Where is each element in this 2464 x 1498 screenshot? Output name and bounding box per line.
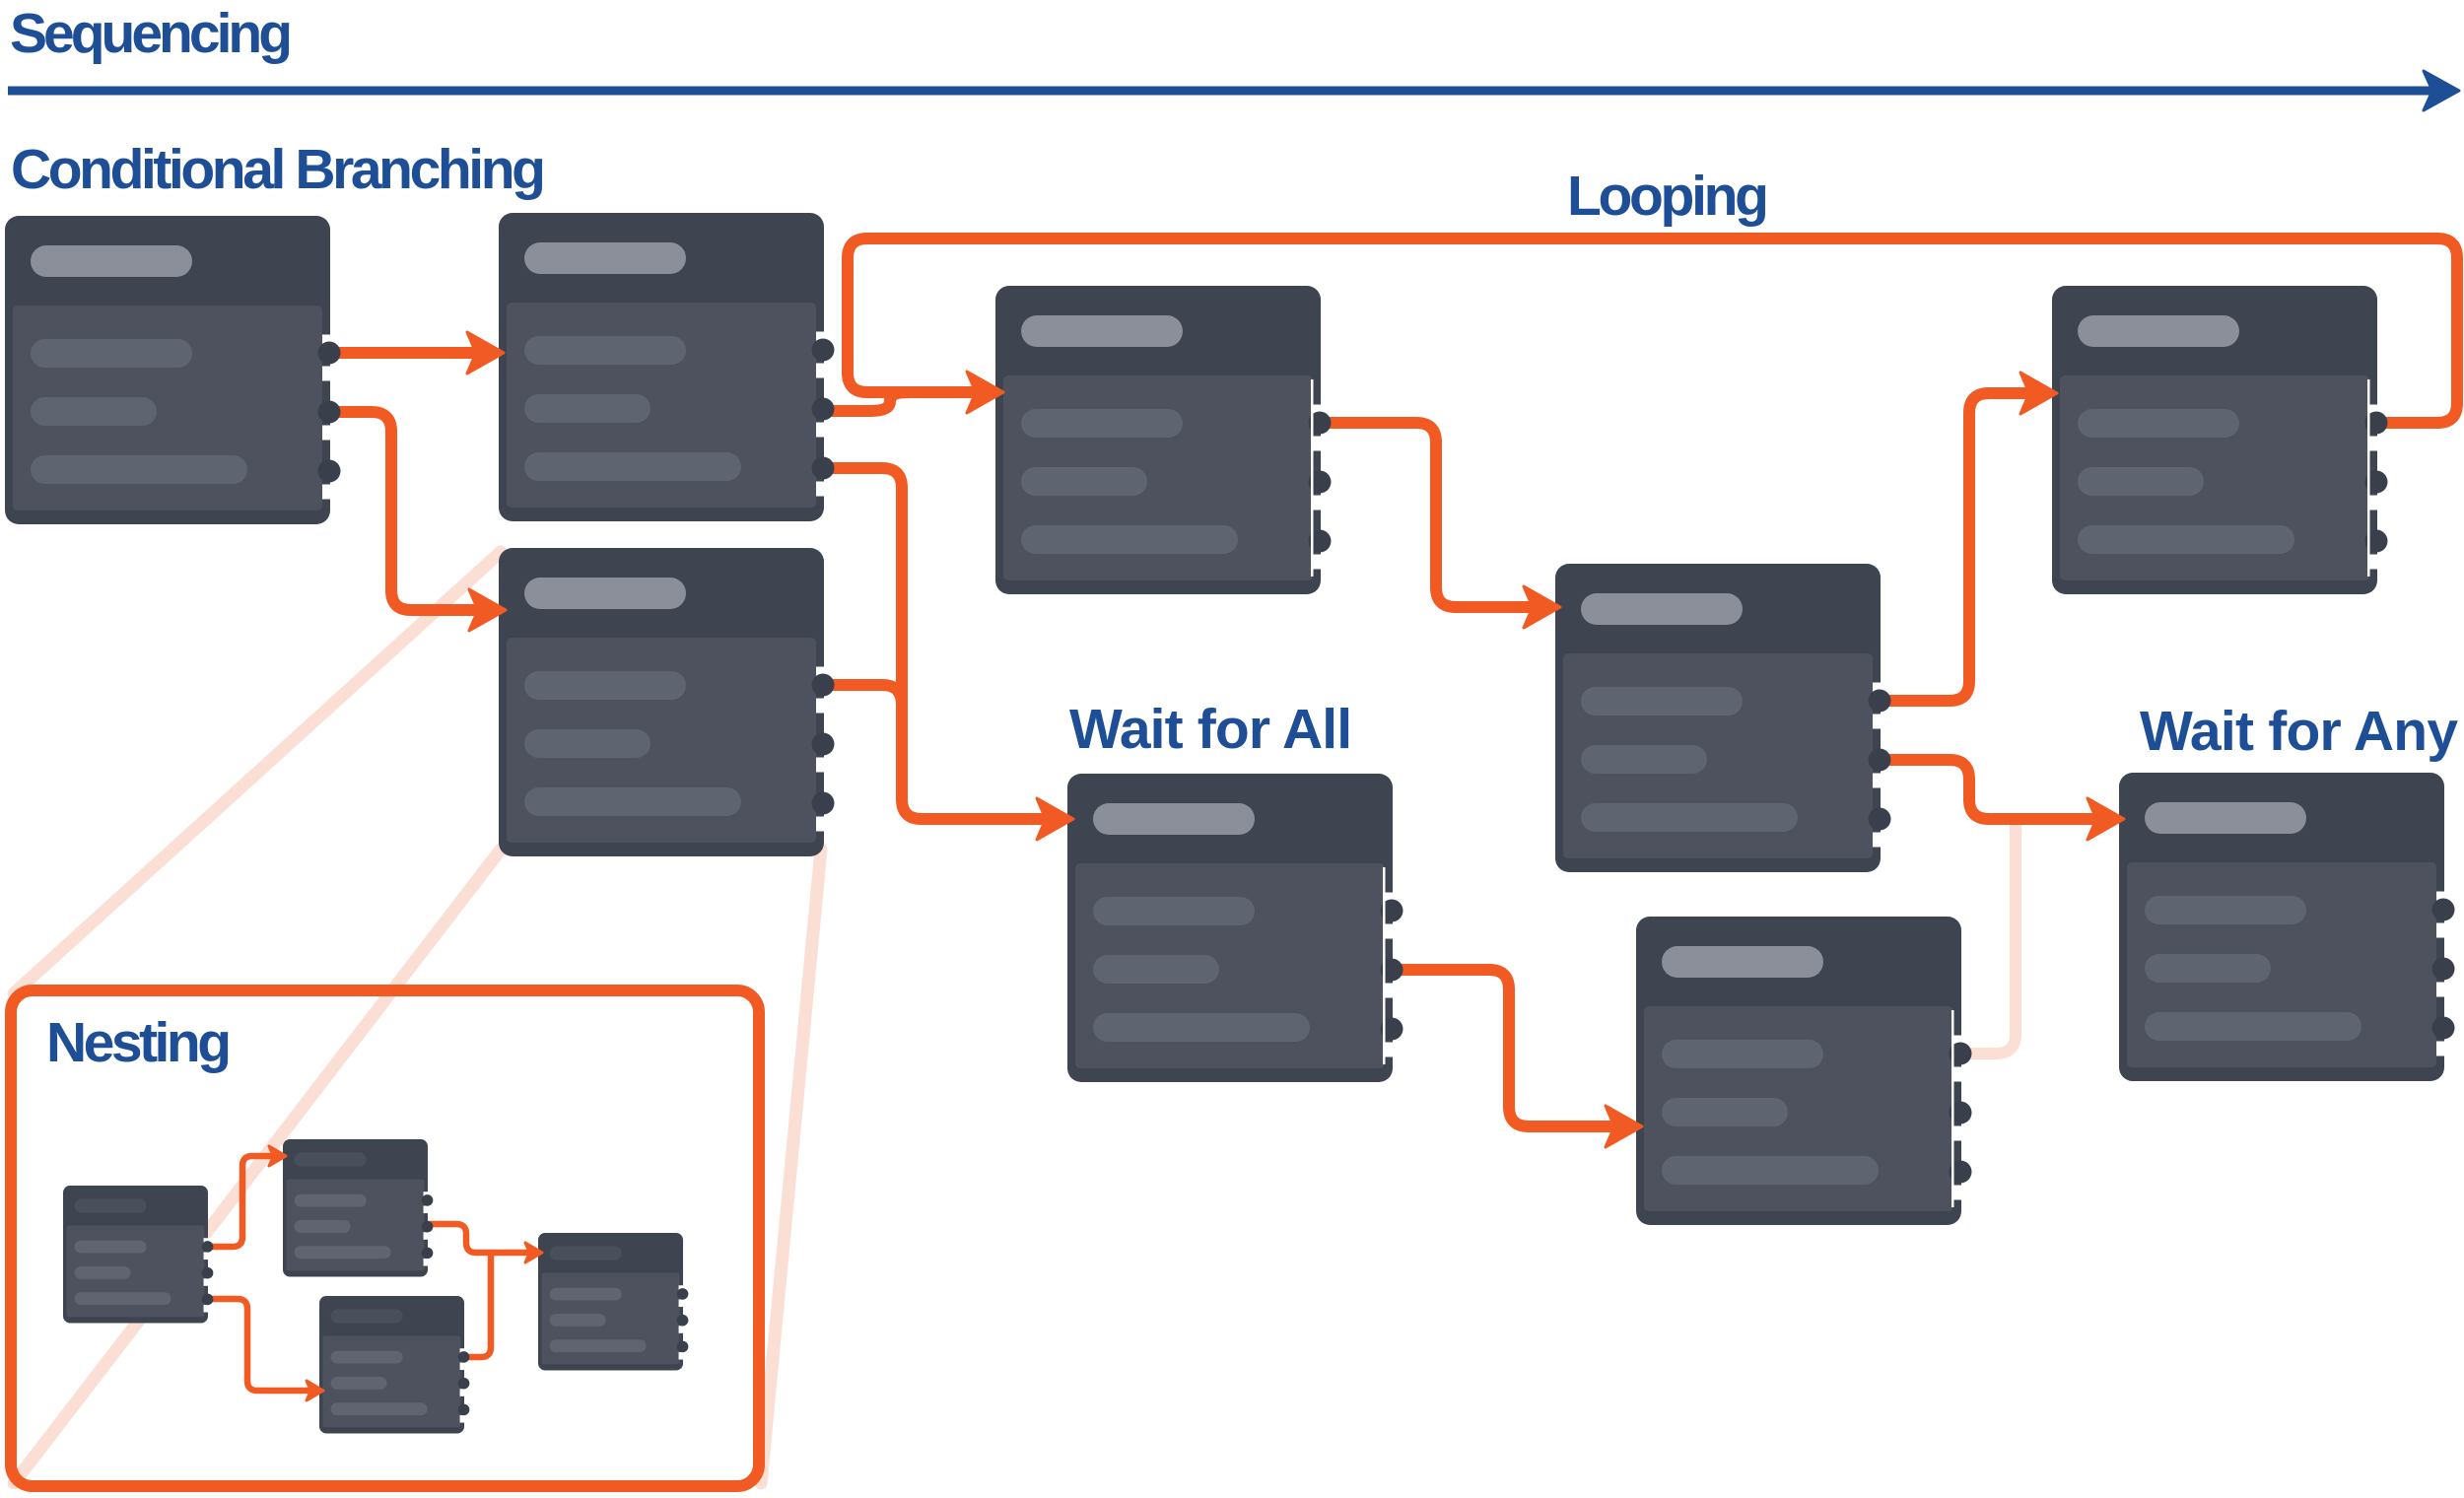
svg-text:Wait for All: Wait for All (1069, 698, 1351, 761)
svg-text:Looping: Looping (1567, 165, 1766, 228)
svg-text:Nesting: Nesting (46, 1011, 229, 1074)
svg-text:Wait for Any: Wait for Any (2140, 700, 2458, 763)
svg-text:Conditional Branching: Conditional Branching (11, 138, 543, 201)
svg-text:Sequencing: Sequencing (10, 2, 289, 65)
